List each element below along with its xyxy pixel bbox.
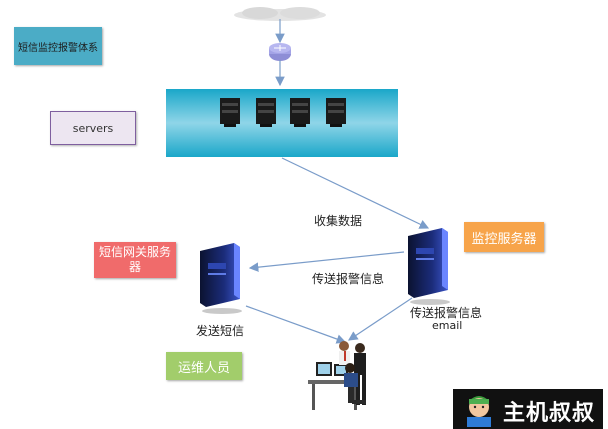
monitor-server-icon <box>408 228 450 305</box>
sms-gateway-label: 短信网关服务器 <box>94 242 176 278</box>
servers-label: servers <box>50 111 136 145</box>
edge-alarm-email-label: 传送报警信息 <box>410 306 483 320</box>
sms-gateway-server-icon <box>200 243 242 314</box>
mechanic-avatar-icon <box>467 396 491 427</box>
monitor-server-label: 监控服务器 <box>464 222 544 252</box>
ops-staff-label: 运维人员 <box>166 352 242 380</box>
edge-email-label: email <box>432 319 463 332</box>
logo-text: 主机叔叔 <box>503 400 596 426</box>
edge-collect-label: 收集数据 <box>314 214 363 228</box>
cloud-icon <box>234 7 326 21</box>
server-rack-icons <box>220 98 346 127</box>
site-logo: 主机叔叔 <box>453 389 603 429</box>
server-band <box>166 89 398 157</box>
ops-staff-icon <box>308 341 366 410</box>
edge-alarm-label: 传送报警信息 <box>312 272 385 286</box>
router-icon <box>269 43 291 61</box>
edge-send-sms-label: 发送短信 <box>196 324 245 338</box>
diagram-title: 短信监控报警体系 <box>14 27 102 65</box>
